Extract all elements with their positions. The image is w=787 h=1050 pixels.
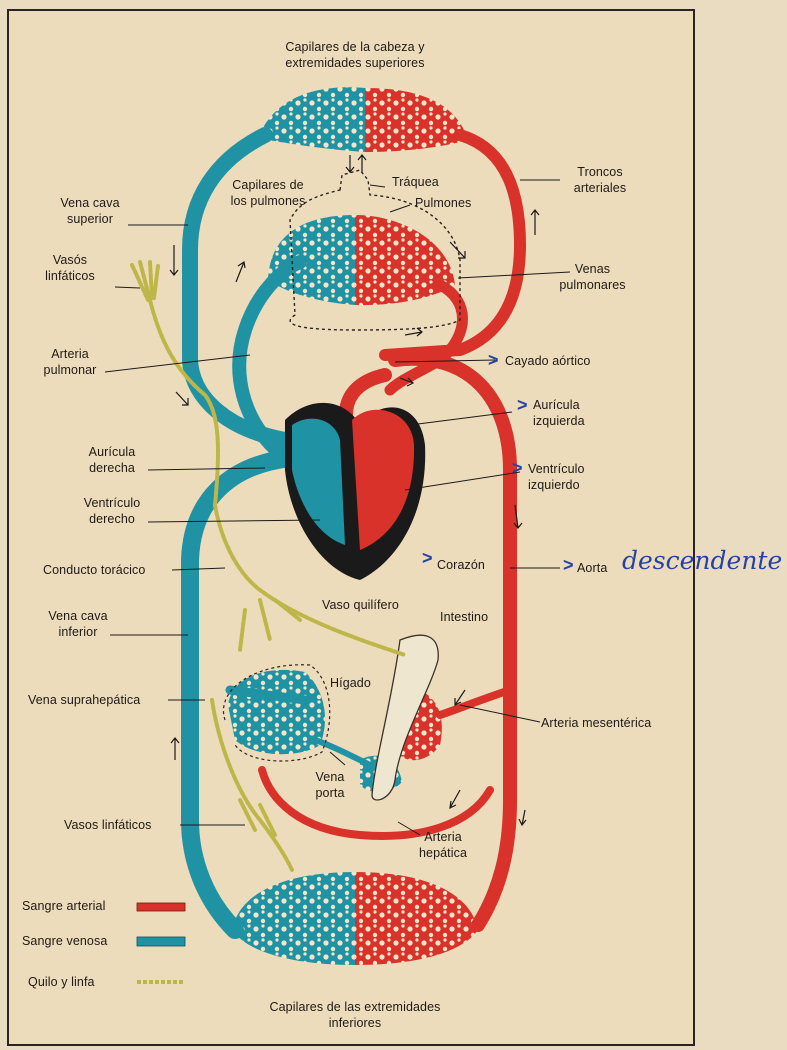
legend-label-lymph: Quilo y linfa: [28, 975, 95, 991]
liver-capillaries: [228, 670, 325, 754]
label-pulmones: Pulmones: [415, 196, 471, 212]
label-arteria-mesenterica: Arteria mesentérica: [541, 716, 651, 732]
pen-arrow-ventriculo-izq: >: [512, 458, 523, 479]
label-corazon: Corazón: [437, 558, 485, 574]
legend-swatch-venous: [137, 937, 185, 946]
label-vasos-linfaticos-bottom: Vasos linfáticos: [64, 818, 152, 834]
legend-label-venous: Sangre venosa: [22, 934, 107, 950]
pen-arrow-auricula-izq: >: [517, 395, 528, 416]
label-vena-suprahepatica: Vena suprahepática: [28, 693, 140, 709]
label-cayado-aortico: Cayado aórtico: [505, 354, 590, 370]
legend-swatch-arterial: [137, 903, 185, 911]
label-aorta: Aorta: [577, 561, 607, 577]
label-intestino: Intestino: [440, 610, 488, 626]
handwritten-descendente: descendente: [622, 546, 782, 575]
pen-arrow-aorta: >: [563, 555, 574, 576]
label-vaso-quilifero: Vaso quilífero: [322, 598, 399, 614]
pen-arrow-cayado: >: [488, 350, 499, 371]
label-conducto-toracico: Conducto torácico: [43, 563, 145, 579]
label-traquea: Tráquea: [392, 175, 439, 191]
pen-arrow-corazon: >: [422, 548, 433, 569]
legend-label-arterial: Sangre arterial: [22, 899, 106, 915]
label-higado: Hígado: [330, 676, 371, 692]
